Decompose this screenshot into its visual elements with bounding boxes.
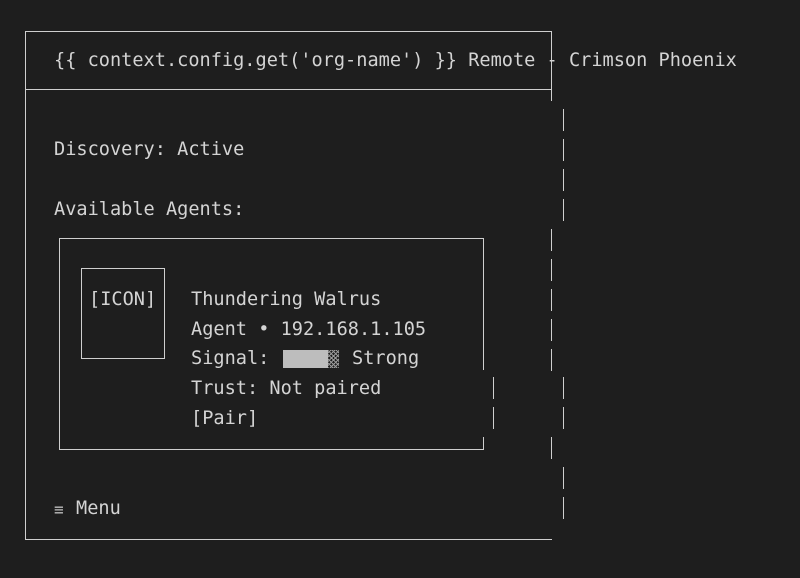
agent-icon-box-right [164,268,165,359]
agent-trust-label: Trust: [191,378,259,399]
frame-right-pipe [551,289,552,311]
agent-signal-text: Strong [352,348,420,369]
menu-label: Menu [76,498,121,519]
agent-trust-value: Not paired [269,378,382,399]
hamburger-menu-icon: ≡ [54,500,64,519]
frame-title-divider [25,89,552,90]
frame-right-pipe [551,319,552,341]
frame-left-border [25,31,26,540]
signal-strength-remainder [328,350,339,368]
frame-right-border-top [551,31,552,101]
frame-right-pipe [563,467,564,489]
frame-right-pipe [551,437,552,459]
agent-trust: Trust: Not paired [191,378,381,400]
agent-icon-box-top [81,268,164,269]
frame-right-pipe [563,139,564,161]
frame-right-pipe [563,497,564,519]
frame-top-border [25,31,552,32]
frame-right-pipe [563,407,564,429]
agent-ip: 192.168.1.105 [280,319,427,340]
agent-card-right-pipe [493,407,494,429]
frame-right-pipe [551,229,552,251]
frame-right-pipe [563,169,564,191]
agent-card-right-pipe [493,377,494,399]
frame-right-pipe [563,109,564,131]
discovery-status: Discovery: Active [54,139,244,161]
discovery-label: Discovery: [54,139,166,160]
agent-card-left-border [59,238,60,450]
agent-icon-box-left [81,268,82,359]
frame-right-pipe [563,377,564,399]
agent-card-right-border-lower [483,437,484,449]
agent-address: Agent • 192.168.1.105 [191,319,426,341]
agent-card-bottom-border [59,449,484,450]
discovery-value: Active [177,139,245,160]
agents-heading: Available Agents: [54,199,245,220]
window-title: {{ context.config.get('org-name') }} Rem… [54,50,737,71]
agent-icon-box-bottom [81,358,164,359]
signal-strength-fill [283,350,328,368]
frame-bottom-border [25,539,552,540]
agent-type: Agent [191,319,247,340]
menu-button[interactable]: ≡ Menu [54,498,134,520]
agent-avatar-icon: [ICON] [89,289,157,310]
frame-right-pipe [563,199,564,221]
agent-separator: • [258,319,270,340]
agent-card-top-border [59,238,484,239]
agent-name: Thundering Walrus [191,289,382,310]
agent-signal-label: Signal: [191,348,270,369]
frame-right-pipe [551,349,552,371]
frame-right-pipe [551,259,552,281]
agent-card-right-border [483,238,484,370]
pair-button[interactable]: [Pair] [191,408,259,429]
signal-strength-meter [283,349,340,369]
